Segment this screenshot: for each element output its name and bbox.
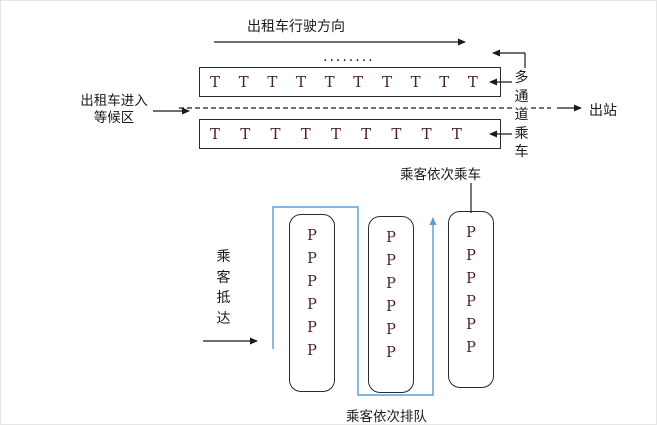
passenger-marker: P — [466, 294, 476, 310]
passenger-marker: P — [386, 230, 396, 246]
taxi-marker: T — [410, 73, 421, 91]
dotted-separator: ........ — [323, 49, 375, 65]
taxi-marker: T — [381, 73, 392, 91]
taxi-marker: T — [361, 125, 372, 143]
passenger-marker: P — [386, 276, 396, 292]
taxi-marker: T — [295, 73, 306, 91]
taxi-marker: T — [353, 73, 364, 91]
passenger-marker: P — [307, 251, 317, 267]
taxi-marker: T — [330, 125, 341, 143]
passenger-marker: P — [307, 274, 317, 290]
taxi-marker: T — [210, 125, 221, 143]
taxi-marker: T — [210, 73, 221, 91]
boarding-sequence-label: 乘客依次乘车 — [400, 167, 481, 183]
passenger-marker: P — [307, 228, 317, 244]
taxi-marker: T — [439, 73, 450, 91]
passenger-marker: P — [386, 345, 396, 361]
passenger-marker: P — [466, 271, 476, 287]
passenger-marker: P — [307, 343, 317, 359]
passenger-arrival-label: 乘客抵达 — [216, 247, 231, 329]
taxi-marker: T — [300, 125, 311, 143]
passenger-marker: P — [386, 253, 396, 269]
passenger-marker: P — [386, 299, 396, 315]
passenger-marker: P — [466, 225, 476, 241]
passenger-marker: P — [466, 248, 476, 264]
passenger-marker: P — [466, 340, 476, 356]
taxi-marker: T — [267, 73, 278, 91]
taxi-marker: T — [451, 125, 462, 143]
taxi-direction-label: 出租车行驶方向 — [247, 19, 345, 35]
multichannel-boarding-label: 多通道乘车 — [514, 69, 529, 162]
taxi-marker: T — [270, 125, 281, 143]
taxi-marker: T — [391, 125, 402, 143]
taxi-marker: T — [324, 73, 335, 91]
exit-label: 出站 — [589, 103, 617, 119]
waiting-area-entry-label: 出租车进入等候区 — [80, 93, 148, 126]
passenger-queue-path — [272, 206, 437, 396]
taxi-marker: T — [467, 73, 478, 91]
taxi-marker: T — [238, 73, 249, 91]
passenger-marker: P — [307, 320, 317, 336]
passenger-marker: P — [386, 322, 396, 338]
passenger-marker: P — [307, 297, 317, 313]
passenger-marker: P — [466, 317, 476, 333]
taxi-marker: T — [240, 125, 251, 143]
taxi-marker: T — [421, 125, 432, 143]
queue-sequence-label: 乘客依次排队 — [346, 409, 427, 425]
